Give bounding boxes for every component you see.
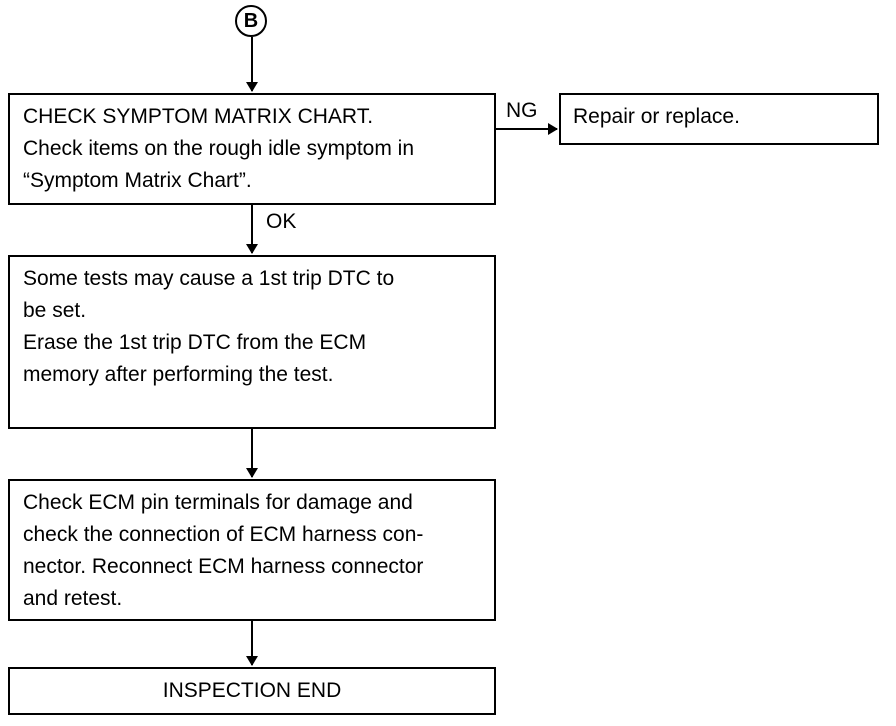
step-check-symptom-matrix: CHECK SYMPTOM MATRIX CHART. Check items … xyxy=(8,93,496,205)
branch-label-ng: NG xyxy=(506,99,538,122)
step-inspection-end: INSPECTION END xyxy=(8,667,496,715)
step-repair-or-replace: Repair or replace. xyxy=(559,93,879,145)
step-repair-or-replace-text: Repair or replace. xyxy=(573,105,740,128)
step-check-ecm-terminals-text: Check ECM pin terminals for damage and c… xyxy=(23,491,424,610)
step-check-ecm-terminals: Check ECM pin terminals for damage and c… xyxy=(8,479,496,621)
step-dtc-note: Some tests may cause a 1st trip DTC to b… xyxy=(8,255,496,429)
step-inspection-end-text: INSPECTION END xyxy=(162,679,342,702)
branch-label-ok: OK xyxy=(266,210,297,233)
step-check-symptom-matrix-text: CHECK SYMPTOM MATRIX CHART. Check items … xyxy=(23,105,415,192)
step-dtc-note-text: Some tests may cause a 1st trip DTC to b… xyxy=(23,267,395,386)
connector-b-symbol: B xyxy=(235,5,267,37)
